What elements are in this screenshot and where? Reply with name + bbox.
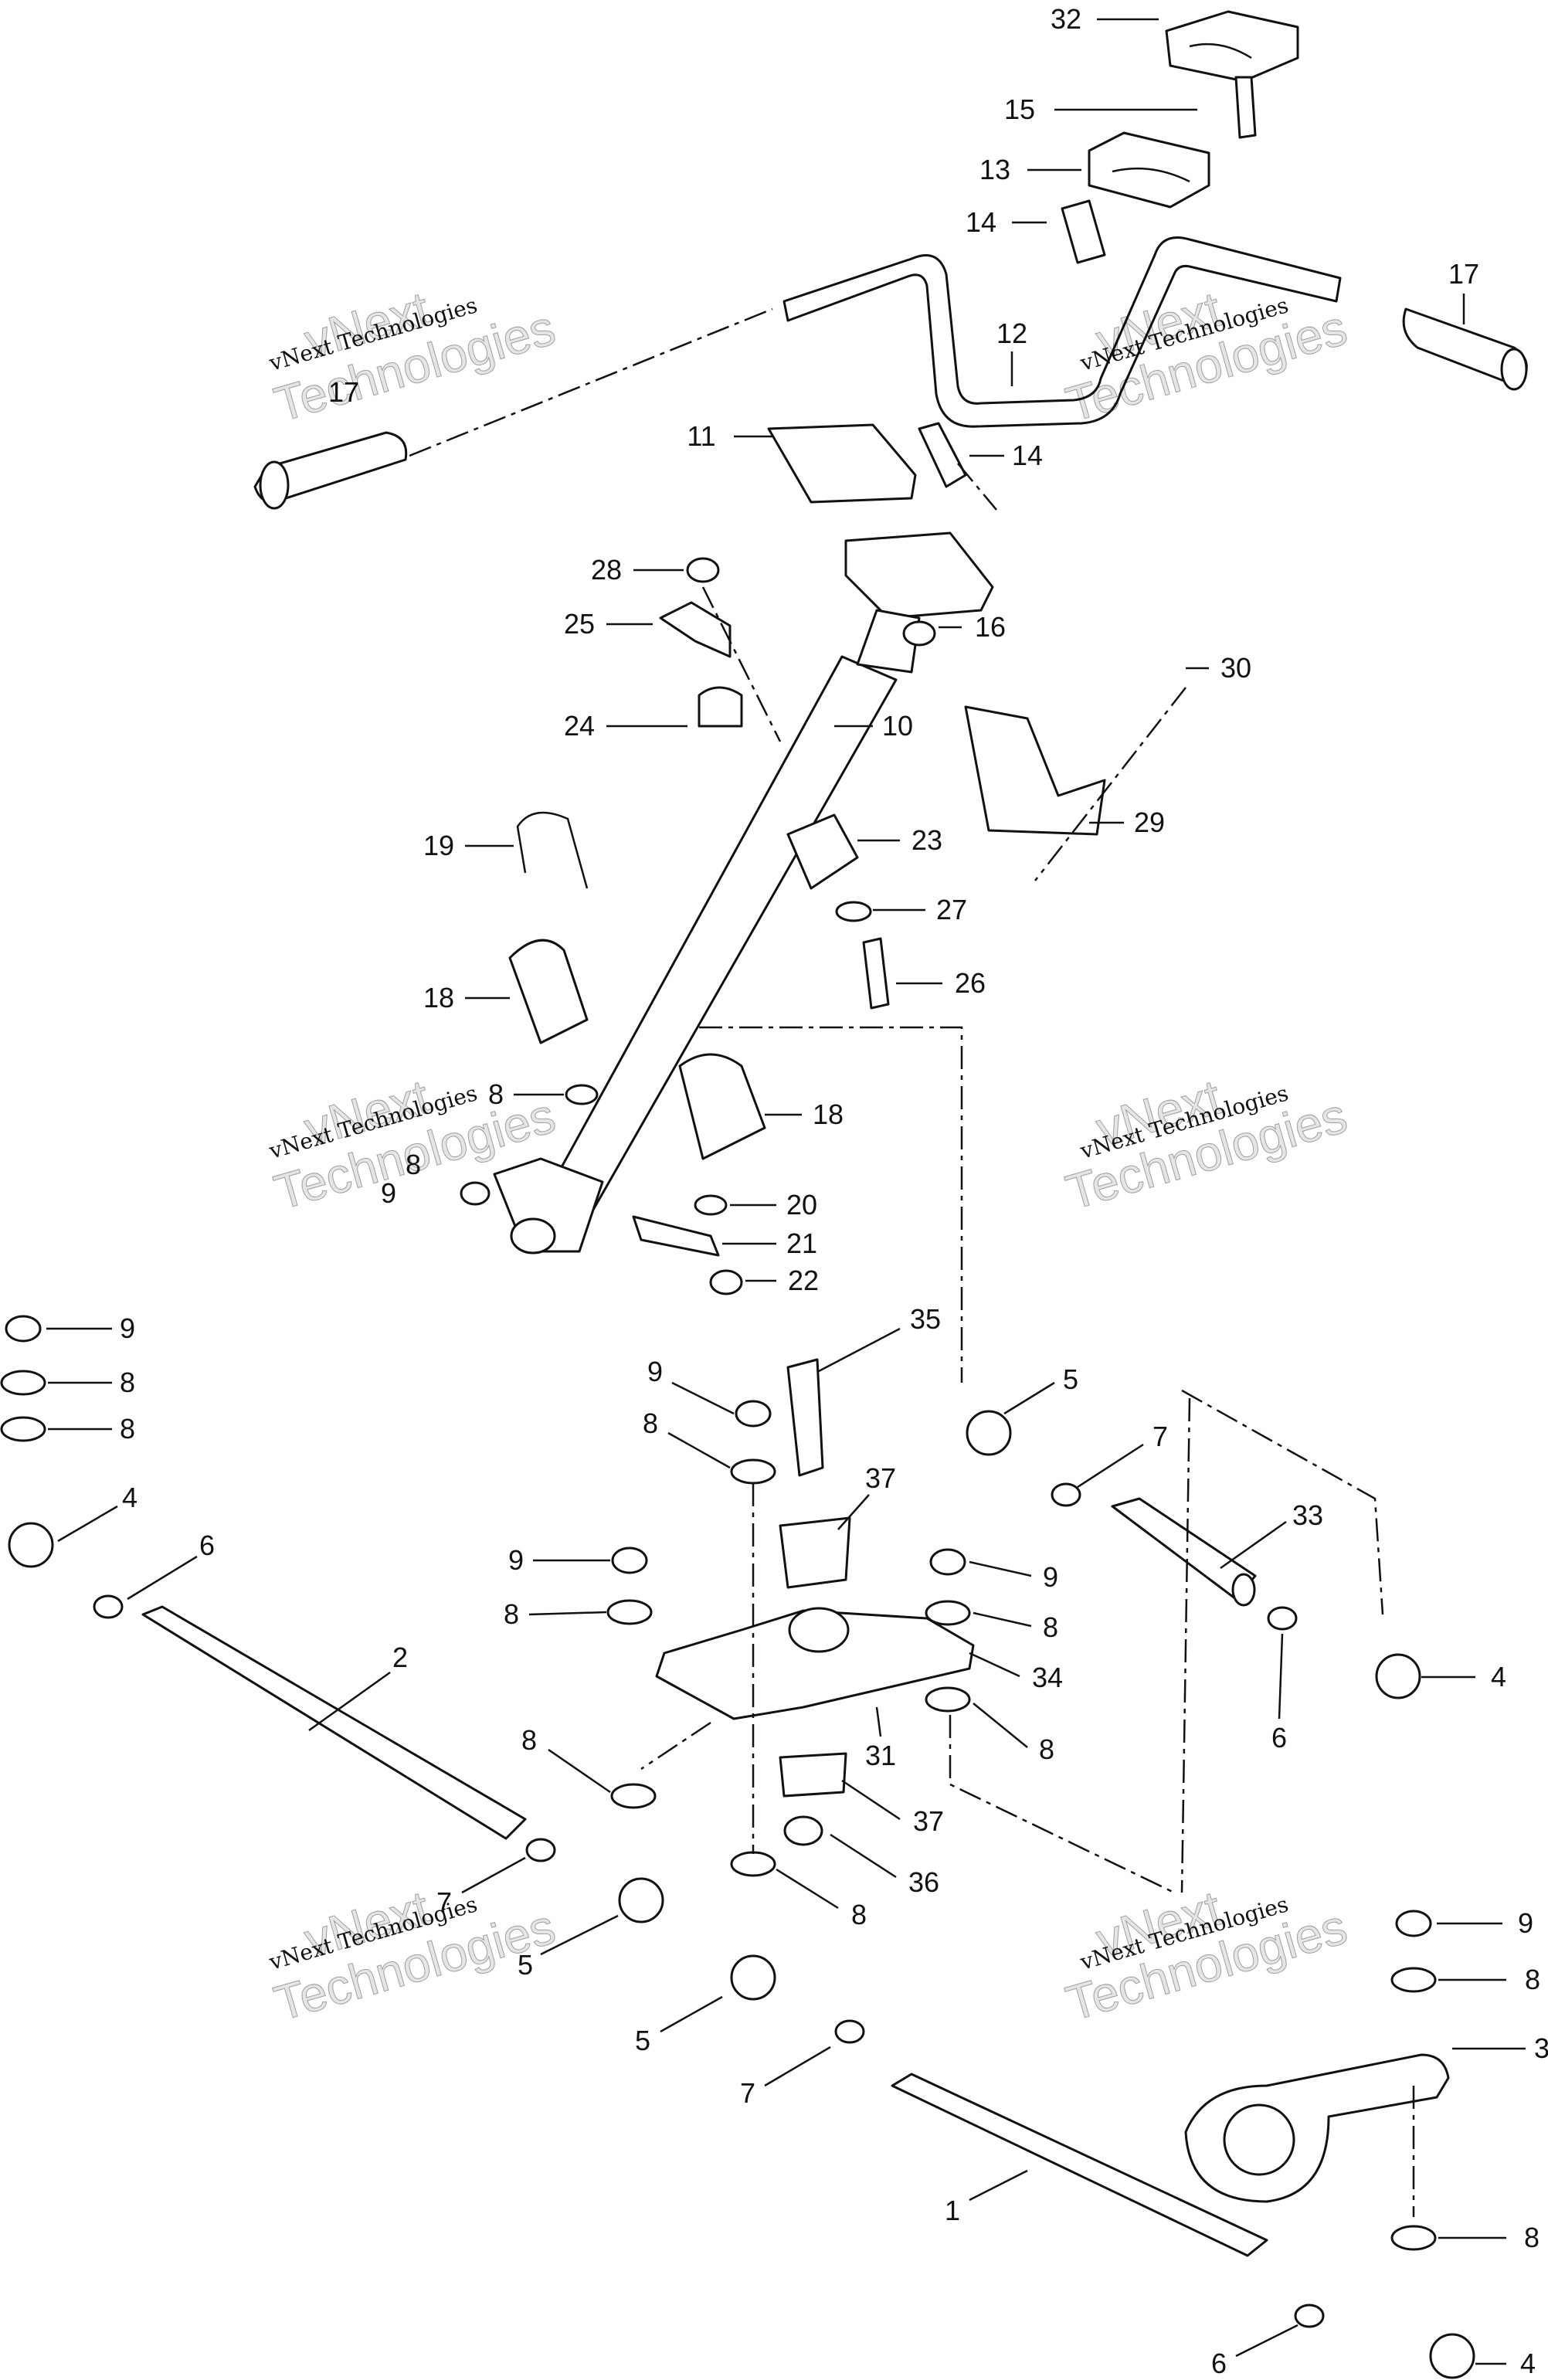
callout-22: 22 [787, 1265, 820, 1296]
callout-37: 37 [912, 1805, 945, 1837]
callout-8: 8 [1042, 1611, 1059, 1643]
callout-6: 6 [1210, 2348, 1227, 2379]
callout-13: 13 [979, 154, 1011, 185]
callout-4: 4 [121, 1482, 138, 1513]
callout-34: 34 [1031, 1662, 1064, 1693]
callout-21: 21 [786, 1227, 818, 1259]
callout-37: 37 [864, 1462, 897, 1494]
tie-rod-1 [891, 2073, 1268, 2257]
callout-8: 8 [405, 1149, 422, 1180]
spacer-33 [1111, 1497, 1257, 1601]
callout-11: 11 [687, 420, 716, 452]
callout-25: 25 [563, 608, 596, 640]
callout-9: 9 [508, 1544, 524, 1576]
callout-2: 2 [392, 1642, 409, 1673]
callout-9: 9 [647, 1356, 664, 1387]
callout-8: 8 [119, 1413, 136, 1445]
callout-18: 18 [423, 982, 455, 1013]
callout-31: 31 [864, 1740, 897, 1771]
callout-8: 8 [119, 1367, 136, 1398]
callout-9: 9 [380, 1177, 397, 1209]
callout-5: 5 [1062, 1363, 1079, 1395]
callout-4: 4 [1519, 2348, 1536, 2379]
callout-8: 8 [642, 1407, 659, 1439]
callout-5: 5 [517, 1949, 534, 1981]
callout-20: 20 [786, 1189, 818, 1221]
callout-36: 36 [908, 1866, 940, 1898]
callout-17: 17 [328, 376, 360, 408]
callout-17: 17 [1448, 258, 1480, 290]
callout-3: 3 [1533, 2032, 1548, 2064]
callout-16: 16 [974, 611, 1007, 643]
callout-23: 23 [911, 824, 943, 856]
callout-33: 33 [1292, 1499, 1324, 1531]
callout-8: 8 [1038, 1733, 1055, 1765]
callout-14: 14 [1011, 440, 1044, 471]
callout-15: 15 [1003, 93, 1036, 125]
tie-rod-2 [141, 1605, 527, 1840]
callout-8: 8 [521, 1724, 538, 1756]
callout-32: 32 [1050, 3, 1082, 35]
clamp-upper [1165, 10, 1299, 83]
callout-1: 1 [944, 2195, 961, 2226]
callout-12: 12 [996, 317, 1028, 349]
handlebar [782, 236, 1342, 428]
callout-9: 9 [1517, 1907, 1534, 1939]
plate-29 [964, 705, 1106, 836]
callout-10: 10 [881, 710, 914, 742]
leader-lines [46, 18, 1526, 2365]
callout-35: 35 [909, 1303, 942, 1335]
bellcrank-34 [655, 1609, 975, 1720]
column-flange [844, 531, 994, 620]
callout-8: 8 [1524, 1964, 1541, 1995]
callout-27: 27 [935, 894, 968, 925]
grip-left [253, 431, 408, 504]
callout-7: 7 [436, 1886, 453, 1918]
callout-19: 19 [423, 830, 455, 861]
callout-30: 30 [1220, 652, 1252, 684]
callout-8: 8 [487, 1078, 504, 1110]
callout-8: 8 [850, 1899, 867, 1930]
callout-14: 14 [965, 206, 997, 238]
callout-28: 28 [590, 554, 623, 586]
callout-6: 6 [1271, 1722, 1288, 1754]
callout-4: 4 [1490, 1661, 1507, 1692]
callout-29: 29 [1133, 806, 1166, 838]
callout-9: 9 [119, 1312, 136, 1344]
callout-26: 26 [954, 967, 986, 999]
callout-9: 9 [1042, 1561, 1059, 1593]
fastener-set [0, 557, 1437, 2328]
callout-8: 8 [503, 1598, 520, 1630]
callout-24: 24 [563, 710, 596, 742]
callout-8: 8 [1523, 2222, 1540, 2253]
callout-7: 7 [739, 2077, 756, 2109]
callout-18: 18 [812, 1098, 844, 1130]
callout-5: 5 [634, 2025, 651, 2056]
callout-7: 7 [1152, 1421, 1169, 1452]
bracket-11 [767, 423, 917, 504]
callout-6: 6 [199, 1530, 216, 1561]
